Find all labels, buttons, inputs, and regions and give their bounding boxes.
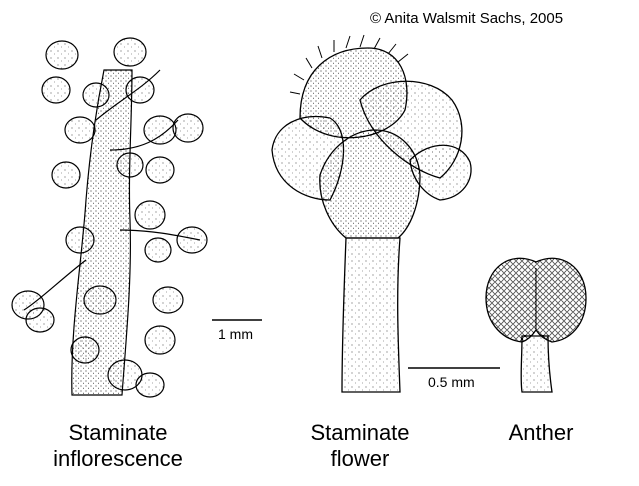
anther-drawing — [485, 257, 587, 393]
caption-inflorescence-line1: Staminate — [68, 420, 168, 445]
copyright-notice: © Anita Walsmit Sachs, 2005 — [370, 10, 564, 27]
caption-flower-line2: flower — [330, 446, 390, 471]
caption-inflorescence: Staminate inflorescence — [38, 420, 198, 472]
caption-anther: Anther — [496, 420, 586, 446]
caption-inflorescence-line2: inflorescence — [53, 446, 183, 471]
caption-flower: Staminate flower — [295, 420, 425, 472]
inflorescence-drawing — [11, 37, 208, 398]
caption-flower-line1: Staminate — [310, 420, 410, 445]
scale-label-1mm: 1 mm — [218, 326, 253, 342]
caption-anther-line1: Anther — [508, 420, 574, 445]
flower-drawing — [271, 34, 472, 393]
scale-label-0-5mm: 0.5 mm — [428, 374, 475, 390]
